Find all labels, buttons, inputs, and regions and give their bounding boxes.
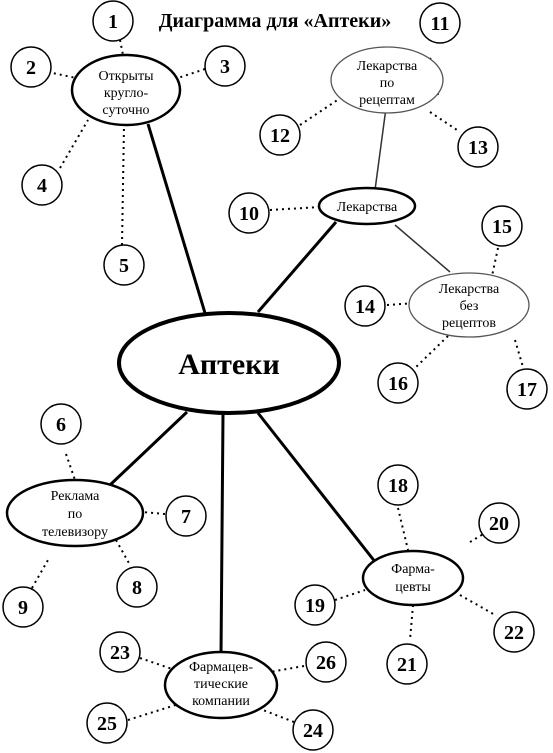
number-marker: 2 [26, 57, 36, 79]
number-marker: 14 [355, 296, 375, 318]
node-drugs: Лекарства [317, 186, 417, 226]
number-marker: 21 [397, 654, 417, 676]
node-rx-drugs: Лекарства по рецептам [330, 46, 444, 114]
number-marker: 26 [316, 652, 336, 674]
node-label: Открыты [99, 69, 155, 84]
edge-center-tv [108, 410, 189, 487]
edge-center-open24 [146, 123, 207, 314]
node-label: без [460, 299, 479, 314]
number-marker: 6 [56, 414, 66, 436]
node-label: суточно [102, 103, 149, 118]
node-label: по [380, 76, 395, 91]
number-marker: 18 [388, 475, 408, 497]
number-marker: 9 [18, 597, 28, 619]
node-label: по [68, 507, 83, 522]
number-marker: 24 [303, 720, 323, 742]
edge-center-companies [219, 413, 225, 656]
edge-drugs-otc [394, 224, 451, 273]
number-marker: 12 [270, 125, 290, 147]
node-label: тические [194, 677, 248, 692]
node-open-24h: Открыты кругло- суточно [70, 53, 182, 127]
edge-center-drugs [256, 221, 338, 313]
number-marker: 17 [517, 379, 537, 401]
number-marker: 4 [37, 175, 47, 197]
node-label: рецептам [359, 93, 415, 108]
number-marker: 19 [305, 595, 325, 617]
number-marker: 1 [108, 11, 118, 33]
node-tv-ads: Реклама по телевизору [5, 478, 145, 548]
node-label: компании [192, 694, 250, 709]
number-marker: 16 [388, 373, 408, 395]
number-marker: 11 [431, 13, 450, 35]
number-marker: 25 [97, 713, 117, 735]
diagram-title: Диаграмма для «Аптеки» [159, 10, 391, 32]
number-marker: 13 [468, 137, 488, 159]
node-pharmacists: Фарма- цевты [361, 549, 465, 607]
number-marker: 5 [119, 255, 129, 277]
node-label: кругло- [104, 86, 149, 101]
node-label: Лекарства [357, 59, 418, 74]
center-ellipse [117, 311, 341, 415]
node-otc-drugs: Лекарства без рецептов [408, 272, 530, 338]
node-label: телевизору [42, 525, 108, 540]
center-label: Аптеки [178, 348, 280, 381]
node-label: Фармацев- [189, 660, 253, 675]
node-label: Реклама [51, 489, 101, 504]
number-marker: 7 [181, 506, 191, 528]
node-label: цевты [395, 580, 431, 595]
node-label: Лекарства [337, 200, 398, 215]
number-marker: 22 [504, 622, 524, 644]
node-label: Фарма- [391, 562, 435, 577]
number-marker: 15 [492, 216, 512, 238]
number-marker: 10 [239, 203, 259, 225]
edge-drugs-rx [374, 107, 387, 191]
number-marker: 20 [489, 513, 509, 535]
number-marker: 8 [132, 577, 142, 599]
node-label: рецептов [442, 316, 496, 331]
number-marker: 3 [220, 56, 230, 78]
node-center: Аптеки [117, 311, 341, 415]
node-pharma-companies: Фармацев- тические компании [163, 650, 279, 720]
node-label: Лекарства [439, 282, 500, 297]
edge-center-pharm [256, 412, 378, 564]
number-marker: 23 [110, 642, 130, 664]
solid-connections [108, 107, 451, 656]
